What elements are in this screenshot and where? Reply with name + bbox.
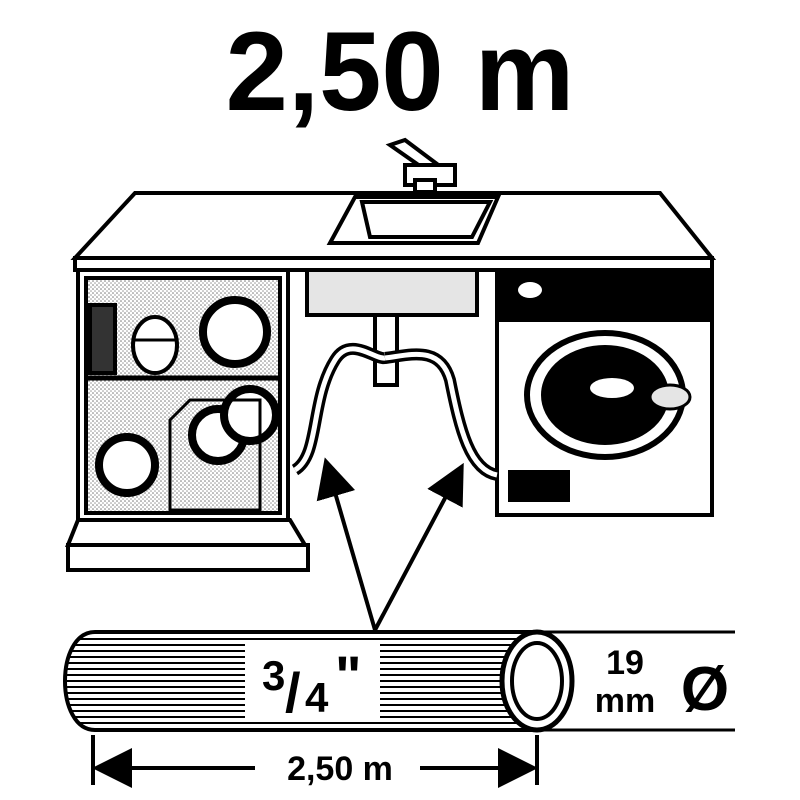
- hose-size-label: 3 / 4 ": [262, 644, 362, 724]
- washing-machine: [495, 268, 714, 517]
- pointer-arrows: [316, 457, 464, 631]
- sink: [305, 195, 502, 387]
- diameter-unit: mm: [595, 682, 655, 720]
- diameter-symbol-icon: Ø: [681, 655, 729, 724]
- length-label: 2,50 m: [287, 750, 393, 788]
- size-slash: /: [285, 661, 301, 724]
- dishwasher: [65, 268, 310, 572]
- diameter-label: 19 mm Ø: [595, 644, 729, 724]
- size-denominator: 4: [305, 674, 329, 721]
- hose-connections: [291, 342, 499, 481]
- length-dimension: [91, 735, 539, 788]
- faucet-icon: [385, 137, 457, 194]
- title-length: 2,50 m: [226, 9, 575, 134]
- size-whole: 3: [262, 652, 285, 699]
- hose: [63, 629, 735, 733]
- diameter-value: 19: [606, 644, 644, 682]
- size-unit: ": [335, 644, 362, 707]
